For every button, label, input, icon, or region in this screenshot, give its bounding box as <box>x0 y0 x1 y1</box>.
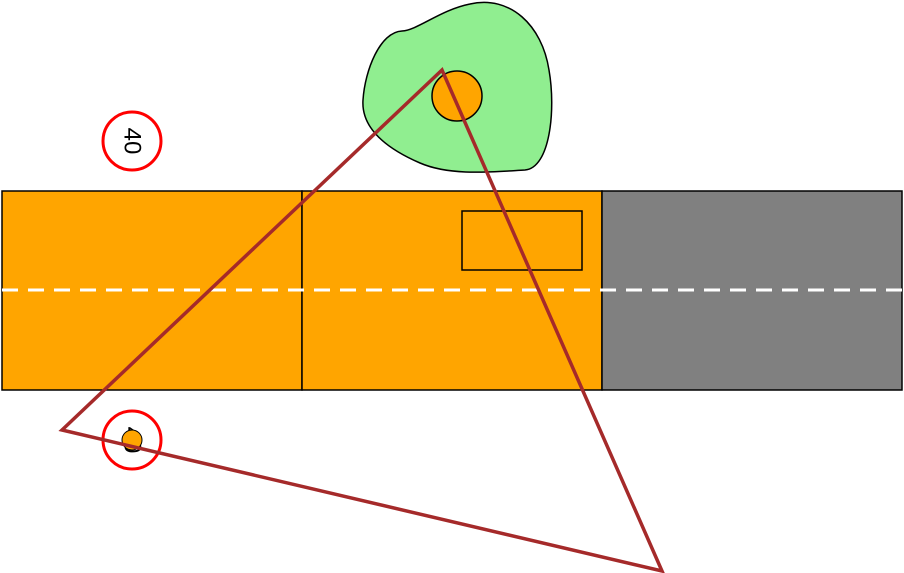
speed-limit-sign-top: 40 <box>101 110 163 172</box>
sign-text: 40 <box>119 128 146 155</box>
sign-ring <box>101 110 163 172</box>
marker-circle-top <box>431 70 483 122</box>
vehicle-rectangle <box>461 210 583 271</box>
road-segment-left <box>1 190 303 391</box>
road-segment-right <box>601 190 903 391</box>
triangle-outline <box>58 67 665 573</box>
